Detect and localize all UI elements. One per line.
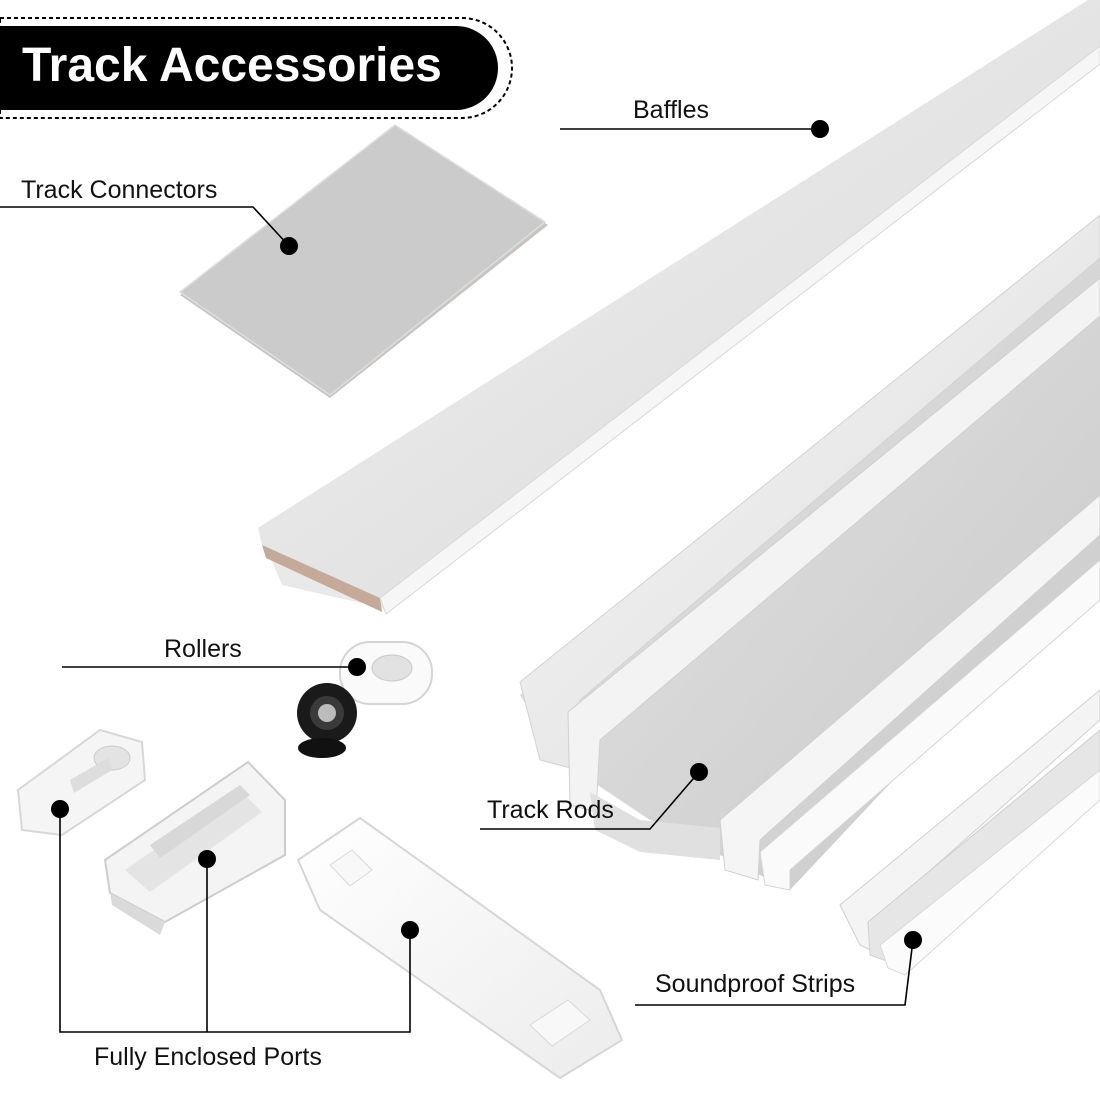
- label-soundproof-strips: Soundproof Strips: [655, 970, 856, 998]
- dot-track-rods: [690, 763, 708, 781]
- page-title: Track Accessories: [22, 39, 442, 92]
- dot-baffles: [811, 120, 829, 138]
- leader-line-track-rods: [480, 771, 700, 830]
- port-clip-part: [16, 728, 147, 837]
- soundproof-strips-part: [839, 689, 1100, 976]
- port-end-piece-part: [103, 760, 286, 935]
- roller-part: [297, 641, 433, 758]
- dot-soundproof-strips: [904, 931, 922, 949]
- leader-line-fully-enclosed-ports: [59, 809, 411, 1033]
- dot-port-cap: [401, 921, 419, 939]
- port-cap-part: [296, 816, 624, 1080]
- track-rods-part: [519, 214, 1100, 891]
- dot-track-connectors: [280, 237, 298, 255]
- baffles-part: [258, 0, 1100, 615]
- track-connector-part: [178, 124, 548, 398]
- dot-rollers: [348, 658, 366, 676]
- dot-port-end-piece: [198, 850, 216, 868]
- label-fully-enclosed-ports: Fully Enclosed Ports: [94, 1043, 322, 1071]
- leader-line-soundproof-strips: [635, 939, 914, 1006]
- label-rollers: Rollers: [164, 635, 242, 663]
- marker-dots: [51, 120, 922, 949]
- label-track-connectors: Track Connectors: [21, 176, 218, 204]
- label-baffles: Baffles: [633, 96, 709, 124]
- title-badge: [0, 17, 514, 119]
- leader-line-track-connectors: [0, 206, 290, 247]
- label-track-rods: Track Rods: [487, 796, 614, 824]
- dot-port-clip: [51, 800, 69, 818]
